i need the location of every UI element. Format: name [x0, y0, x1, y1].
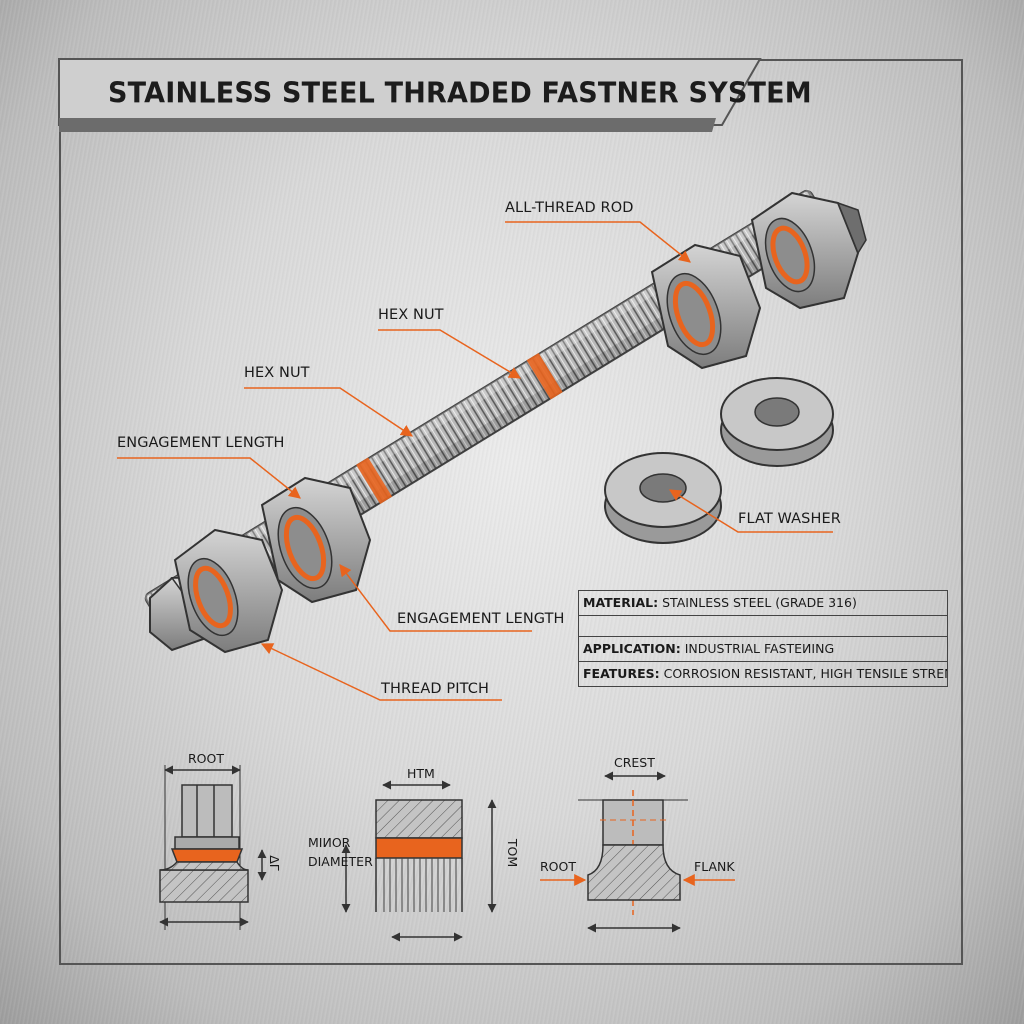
detail-label-root-side: ROOT	[540, 859, 576, 874]
detail-label-htm: HTM	[407, 766, 435, 781]
detail-label-root-top: ROOT	[188, 751, 224, 766]
detail-label-crest: CREST	[614, 755, 655, 770]
label-thread-pitch: THREAD PITCH	[381, 681, 489, 697]
label-engagement-length-right: ENGAGEMENT LENGTH	[397, 611, 565, 627]
detail-label-diameter: DIAMETER	[308, 854, 373, 869]
detail-label-side-dim: ΔΓ	[266, 855, 282, 871]
label-engagement-length-left: ENGAGEMENT LENGTH	[117, 435, 285, 451]
specifications-table: MATERIAL: STAINLESS STEEL (GRADE 316) AP…	[578, 590, 948, 687]
detail-label-tom: TOM	[505, 838, 521, 868]
leader-lines	[117, 221, 833, 701]
spec-row-application: APPLICATION: INDUSTRIAL FASTEИING	[579, 637, 947, 662]
label-hex-nut-lower: HEX NUT	[244, 365, 310, 381]
detail-minor-diameter	[341, 780, 497, 942]
flat-washer-1	[720, 377, 834, 467]
spec-value: INDUSTRIAL FASTEИING	[684, 641, 835, 656]
spec-row-features: FEATURES: CORROSION RESISTANT, HIGH TENS…	[579, 662, 947, 686]
label-all-thread-rod: ALL-THREAD ROD	[505, 200, 634, 216]
hex-nut-4	[750, 191, 867, 310]
hex-nut-1	[173, 528, 284, 654]
spec-row-empty	[579, 616, 947, 637]
label-flat-washer: FLAT WASHER	[738, 511, 841, 527]
spec-key: MATERIAL:	[583, 595, 659, 610]
label-hex-nut-upper: HEX NUT	[378, 307, 444, 323]
detail-label-flank: FLANK	[694, 859, 735, 874]
hex-nut-3	[650, 243, 762, 370]
spec-key: APPLICATION:	[583, 641, 681, 656]
spec-value: CORROSION RESISTANT, HIGH TENSILE STRENG…	[663, 666, 947, 681]
page-title: STAINLESS STEEL THRADED FASTNER SYSTEM	[108, 77, 812, 110]
detail-root	[159, 765, 267, 930]
detail-label-minor: MIИOR	[308, 835, 351, 850]
detail-crest-flank	[540, 771, 735, 933]
spec-row-material: MATERIAL: STAINLESS STEEL (GRADE 316)	[579, 591, 947, 616]
spec-value: STAINLESS STEEL (GRADE 316)	[662, 595, 857, 610]
spec-key: FEATURES:	[583, 666, 660, 681]
